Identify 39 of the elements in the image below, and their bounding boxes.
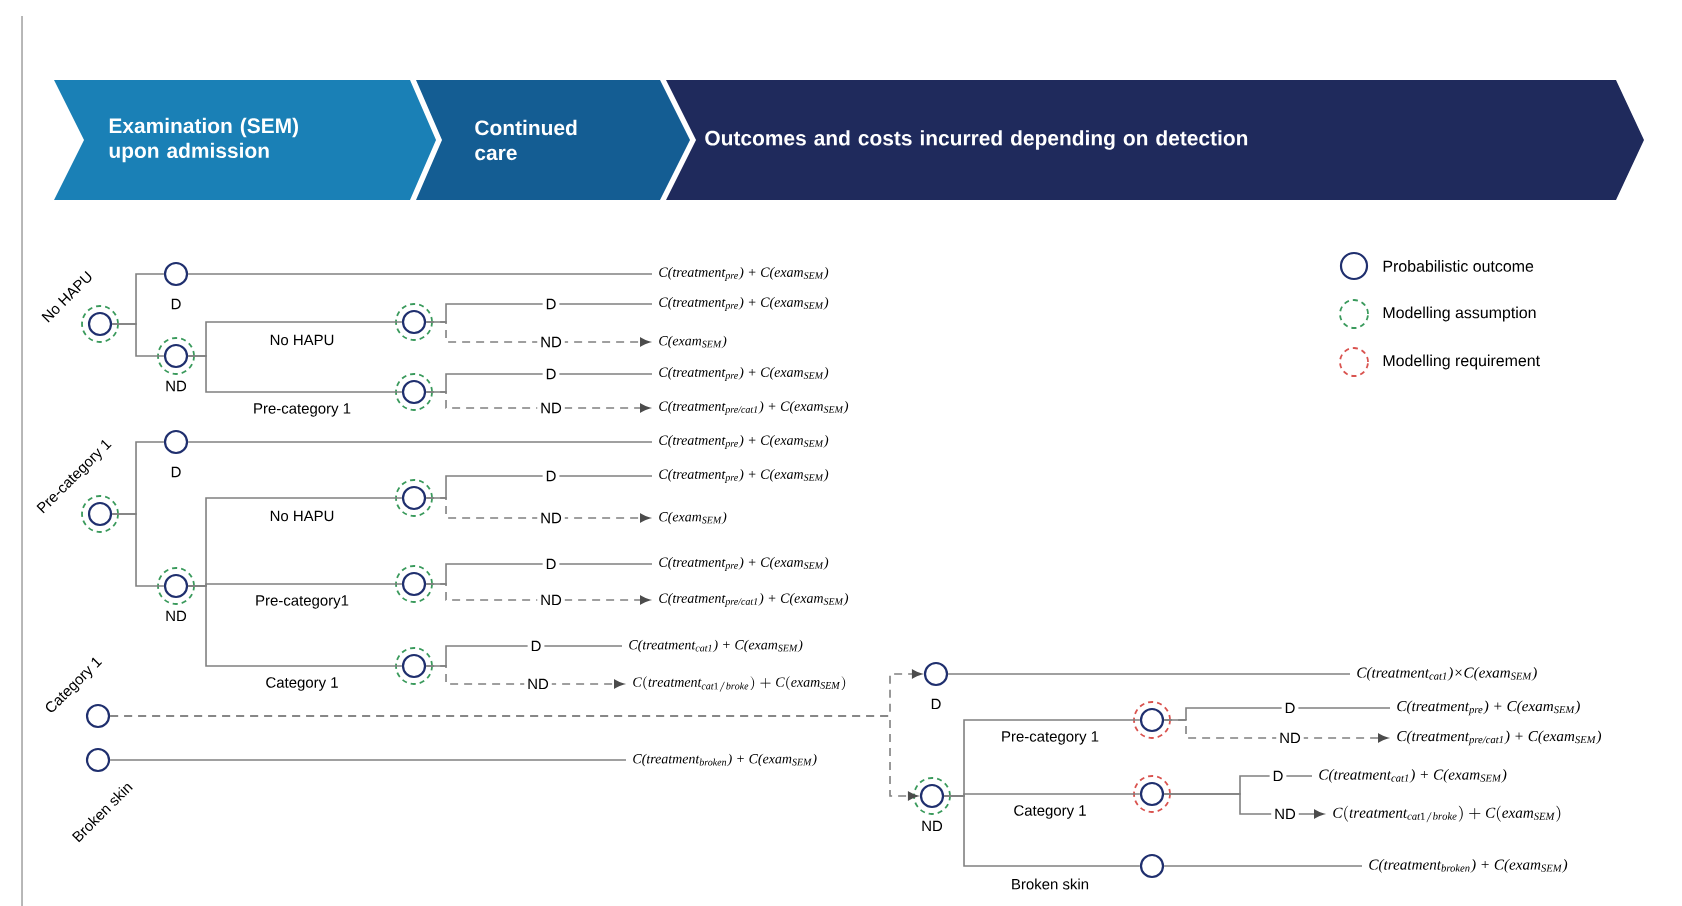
branch-line — [109, 759, 627, 761]
branch-line — [1163, 865, 1363, 867]
branch-line — [109, 715, 918, 801]
outcome-circle — [163, 261, 189, 287]
branch-line — [111, 513, 165, 587]
requirement-circle — [1133, 775, 1171, 813]
assumption-circle — [157, 567, 195, 605]
branch-line — [425, 665, 624, 689]
branch-line — [943, 795, 1141, 867]
assumption-circle — [395, 647, 433, 685]
branch-line — [947, 673, 1351, 675]
assumption-circle — [913, 777, 951, 815]
assumption-circle — [81, 305, 119, 343]
branch-line — [425, 321, 650, 347]
assumption-circle — [395, 303, 433, 341]
outcome-circle — [85, 747, 111, 773]
branch-line — [425, 391, 650, 413]
outcome-circle — [163, 429, 189, 455]
cost-formula: $C(treatment_{cat1/broke}) + C(exam_{SEM})$ — [1333, 805, 1561, 823]
assumption-circle — [395, 565, 433, 603]
branch-line — [1163, 719, 1388, 743]
cost-formula: $C(treatment_{cat1/broke}) + C(exam_{SEM})$ — [633, 676, 846, 692]
stage-banner: Examination (SEM) upon admission — [54, 80, 436, 200]
assumption-circle — [157, 337, 195, 375]
stage-banner: Continued care — [416, 80, 690, 200]
outcome-circle — [923, 661, 949, 687]
branch-line — [187, 585, 403, 667]
assumption-circle — [395, 479, 433, 517]
branch-line — [187, 441, 653, 443]
branch-line — [425, 497, 650, 523]
branch-line — [1163, 793, 1324, 819]
assumption-circle — [395, 373, 433, 411]
branch-line — [425, 583, 650, 605]
requirement-circle — [1133, 701, 1171, 739]
branch-line — [111, 323, 165, 357]
branch-line — [187, 273, 653, 275]
outcome-circle — [1139, 853, 1165, 879]
stage-banner: Outcomes and costs incurred depending on detection — [666, 80, 1644, 200]
branch-line — [187, 355, 403, 393]
